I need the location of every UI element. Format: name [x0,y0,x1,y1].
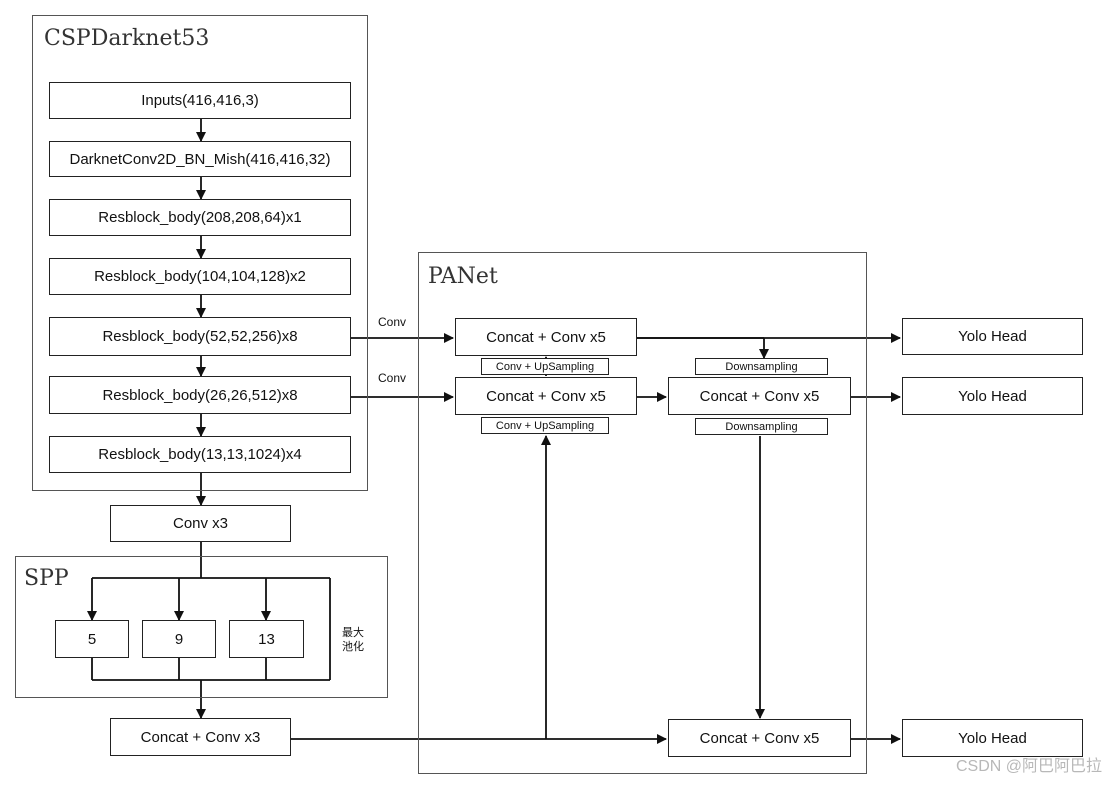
conv-x3-box: Conv x3 [110,505,291,542]
yolo-head-1: Yolo Head [902,318,1083,355]
resblock-5-box: Resblock_body(13,13,1024)x4 [49,436,351,473]
panet-concat-mid-right: Concat + Conv x5 [668,377,851,415]
yolo-head-3: Yolo Head [902,719,1083,757]
downsampling-tag-2: Downsampling [695,418,828,435]
pool-9-box: 9 [142,620,216,658]
watermark: CSDN @阿巴阿巴拉 [955,758,1102,775]
inputs-box: Inputs(416,416,3) [49,82,351,119]
spp-frame [15,556,388,698]
resblock-3-box: Resblock_body(52,52,256)x8 [49,317,351,356]
panet-frame [418,252,867,774]
backbone-frame [32,15,368,491]
panet-concat-top-left: Concat + Conv x5 [455,318,637,356]
panet-title: PANet [428,264,498,289]
resblock-4-box: Resblock_body(26,26,512)x8 [49,376,351,414]
spp-title: SPP [24,566,69,591]
resblock-2-box: Resblock_body(104,104,128)x2 [49,258,351,295]
upsampling-tag-2: Conv + UpSampling [481,417,609,434]
max-pooling-label: 最大池化 [342,627,364,653]
pool-13-box: 13 [229,620,304,658]
pool-5-box: 5 [55,620,129,658]
conv-label-2: Conv [378,371,407,385]
conv-mish-box: DarknetConv2D_BN_Mish(416,416,32) [49,141,351,177]
conv-label-1: Conv [378,315,407,329]
upsampling-tag-1: Conv + UpSampling [481,358,609,375]
panet-concat-bottom: Concat + Conv x5 [668,719,851,757]
downsampling-tag-1: Downsampling [695,358,828,375]
panet-concat-mid-left: Concat + Conv x5 [455,377,637,415]
yolo-head-2: Yolo Head [902,377,1083,415]
concat-conv-x3-box: Concat + Conv x3 [110,718,291,756]
resblock-1-box: Resblock_body(208,208,64)x1 [49,199,351,236]
backbone-title: CSPDarknet53 [44,26,210,51]
